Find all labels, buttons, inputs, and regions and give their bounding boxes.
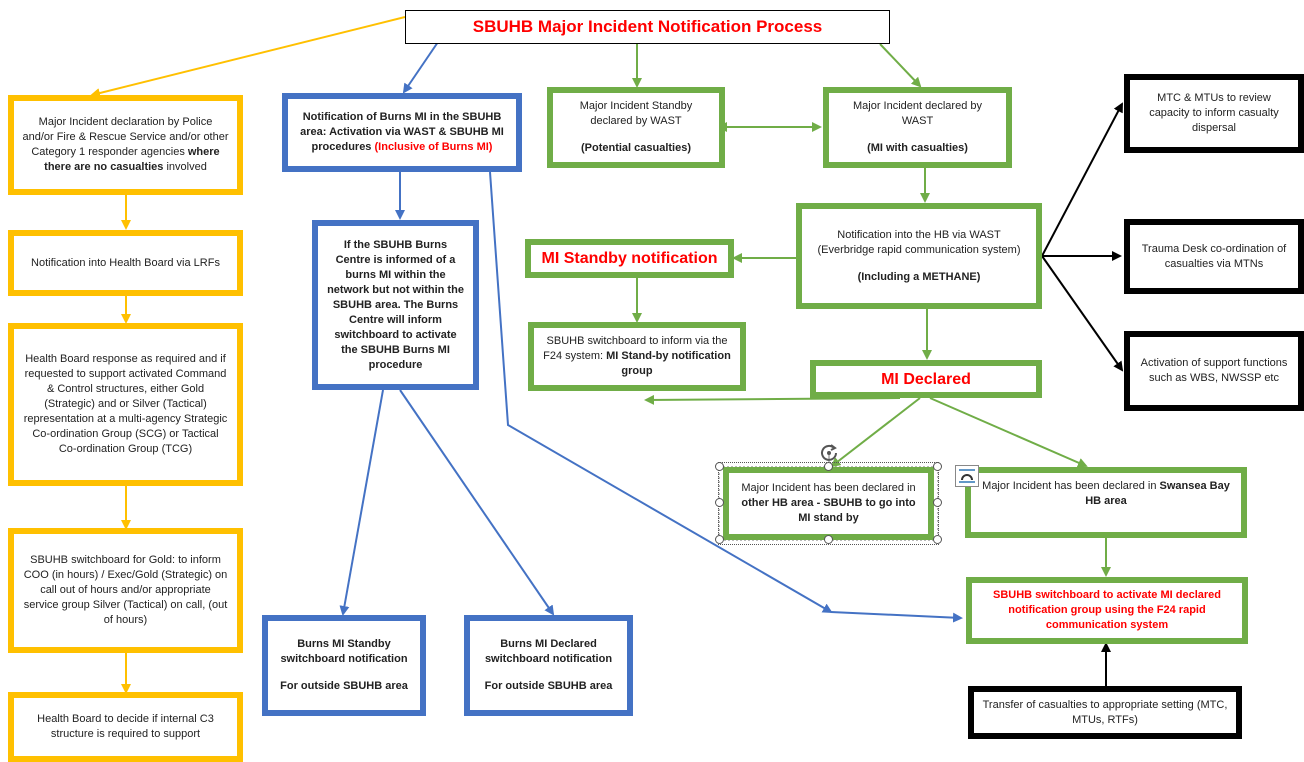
layout-options-icon[interactable] [955,465,979,487]
hb-notification-note: (Including a METHANE) [857,270,981,283]
burns-informed-text: If the SBUHB Burns Centre is informed of… [327,238,464,371]
resize-handle-bottom-left[interactable] [715,535,724,544]
support-box: Activation of support functions such as … [1124,331,1304,411]
mi-standby-notification-box: MI Standby notification [525,239,734,278]
resize-handle-bottom[interactable] [824,535,833,544]
burns-declared-title: Burns MI Declared switchboard notificati… [484,638,613,665]
decide-c3-box: Health Board to decide if internal C3 st… [8,692,243,762]
burns-inclusive-text: (Inclusive of Burns MI) [374,141,493,153]
arrow-mi-declared-to-switchboard-standby [644,394,901,405]
resize-handle-bottom-right[interactable] [933,535,942,544]
mi-declared-label: MI Declared [881,370,971,388]
arrow-burns-to-activate [489,171,833,614]
burns-standby-title: Burns MI Standby switchboard notificatio… [280,638,408,665]
mi-standby-notification-label: MI Standby notification [541,250,718,267]
hb-notification-box: Notification into the HB via WAST (Everb… [796,203,1042,309]
switchboard-gold-text: SBUHB switchboard for Gold: to inform CO… [23,554,228,626]
mi-declared-box: MI Declared [810,360,1042,398]
burns-notification-text: Notification of Burns MI in the SBUHB ar… [300,111,504,153]
lrf-notification-box: Notification into Health Board via LRFs [8,230,243,296]
switchboard-standby-box: SBUHB switchboard to inform via the F24 … [528,322,746,391]
arrow-title-to-burns [402,41,439,94]
wast-declared-text: Major Incident declared by WAST [852,100,982,127]
activate-declared-text: SBUHB switchboard to activate MI declare… [993,589,1221,631]
burns-declared-subtitle: For outside SBUHB area [484,680,613,692]
swansea-box: Major Incident has been declared in Swan… [965,467,1247,538]
declaration-text: Major Incident declaration by Police and… [22,116,229,158]
resize-handle-top-left[interactable] [715,462,724,471]
swansea-emphasis: Swansea Bay HB area [1085,480,1230,507]
mtc-box: MTC & MTUs to review capacity to inform … [1124,74,1304,153]
arrow-title-to-wast-declared [879,43,922,88]
arrow-notification-to-mtc [1041,102,1123,257]
arrow-informed-to-burns-declared [399,389,555,616]
transfer-box: Transfer of casualties to appropriate se… [968,686,1242,739]
declaration-emphasis: where there are no casualties [44,146,220,173]
arrow-notification-to-support [1041,255,1124,372]
burns-declared-box: Burns MI Declared switchboard notificati… [464,615,633,716]
burns-standby-subtitle: For outside SBUHB area [280,680,408,692]
wast-standby-note: (Potential casualties) [580,142,692,154]
arrow-burns-to-activate-tail [830,611,963,623]
resize-handle-left[interactable] [715,498,724,507]
decide-c3-text: Health Board to decide if internal C3 st… [37,713,214,740]
other-hb-emphasis: other HB area - SBUHB to go into MI stan… [741,497,916,524]
declaration-box: Major Incident declaration by Police and… [8,95,243,195]
support-text: Activation of support functions such as … [1140,357,1288,384]
transfer-text: Transfer of casualties to appropriate se… [982,698,1228,726]
arrow-title-to-declaration [90,16,406,98]
switchboard-gold-box: SBUHB switchboard for Gold: to inform CO… [8,528,243,653]
rotate-handle-icon[interactable] [818,442,840,464]
hb-notification-text: Notification into the HB via WAST (Everb… [817,228,1021,256]
swansea-text: Major Incident has been declared in [982,480,1157,492]
wast-declared-note: (MI with casualties) [867,142,968,154]
switchboard-standby-text: SBUHB switchboard to inform via the F24 … [543,335,728,362]
resize-handle-top-right[interactable] [933,462,942,471]
arrow-mi-declared-to-swansea [929,397,1088,468]
declaration-tail: involved [166,161,207,173]
switchboard-standby-group: MI Stand-by notification group [606,350,731,377]
wast-standby-box: Major Incident Standby declared by WAST … [547,87,725,168]
wast-standby-text: Major Incident Standby declared by WAST [579,100,693,127]
diagram-title: SBUHB Major Incident Notification Proces… [405,10,890,44]
lrf-notification-text: Notification into Health Board via LRFs [31,256,220,269]
wast-declared-box: Major Incident declared by WAST (MI with… [823,87,1012,168]
trauma-text: Trauma Desk co-ordination of casualties … [1141,242,1287,270]
burns-notification-box: Notification of Burns MI in the SBUHB ar… [282,93,522,172]
activate-declared-box: SBUHB switchboard to activate MI declare… [966,577,1248,644]
burns-standby-box: Burns MI Standby switchboard notificatio… [262,615,426,716]
trauma-box: Trauma Desk co-ordination of casualties … [1124,219,1304,294]
other-hb-box[interactable]: Major Incident has been declared in othe… [718,462,939,545]
arrow-informed-to-burns-standby [339,389,384,616]
mtc-text: MTC & MTUs to review capacity to inform … [1149,92,1279,134]
resize-handle-right[interactable] [933,498,942,507]
hb-response-box: Health Board response as required and if… [8,323,243,486]
hb-response-text: Health Board response as required and if… [23,353,228,455]
burns-informed-box: If the SBUHB Burns Centre is informed of… [312,220,479,390]
other-hb-text: Major Incident has been declared in [741,482,916,494]
layout-options-glyph [959,469,975,483]
resize-handle-top[interactable] [824,462,833,471]
arrow-mi-declared-to-other-hb [830,397,921,468]
